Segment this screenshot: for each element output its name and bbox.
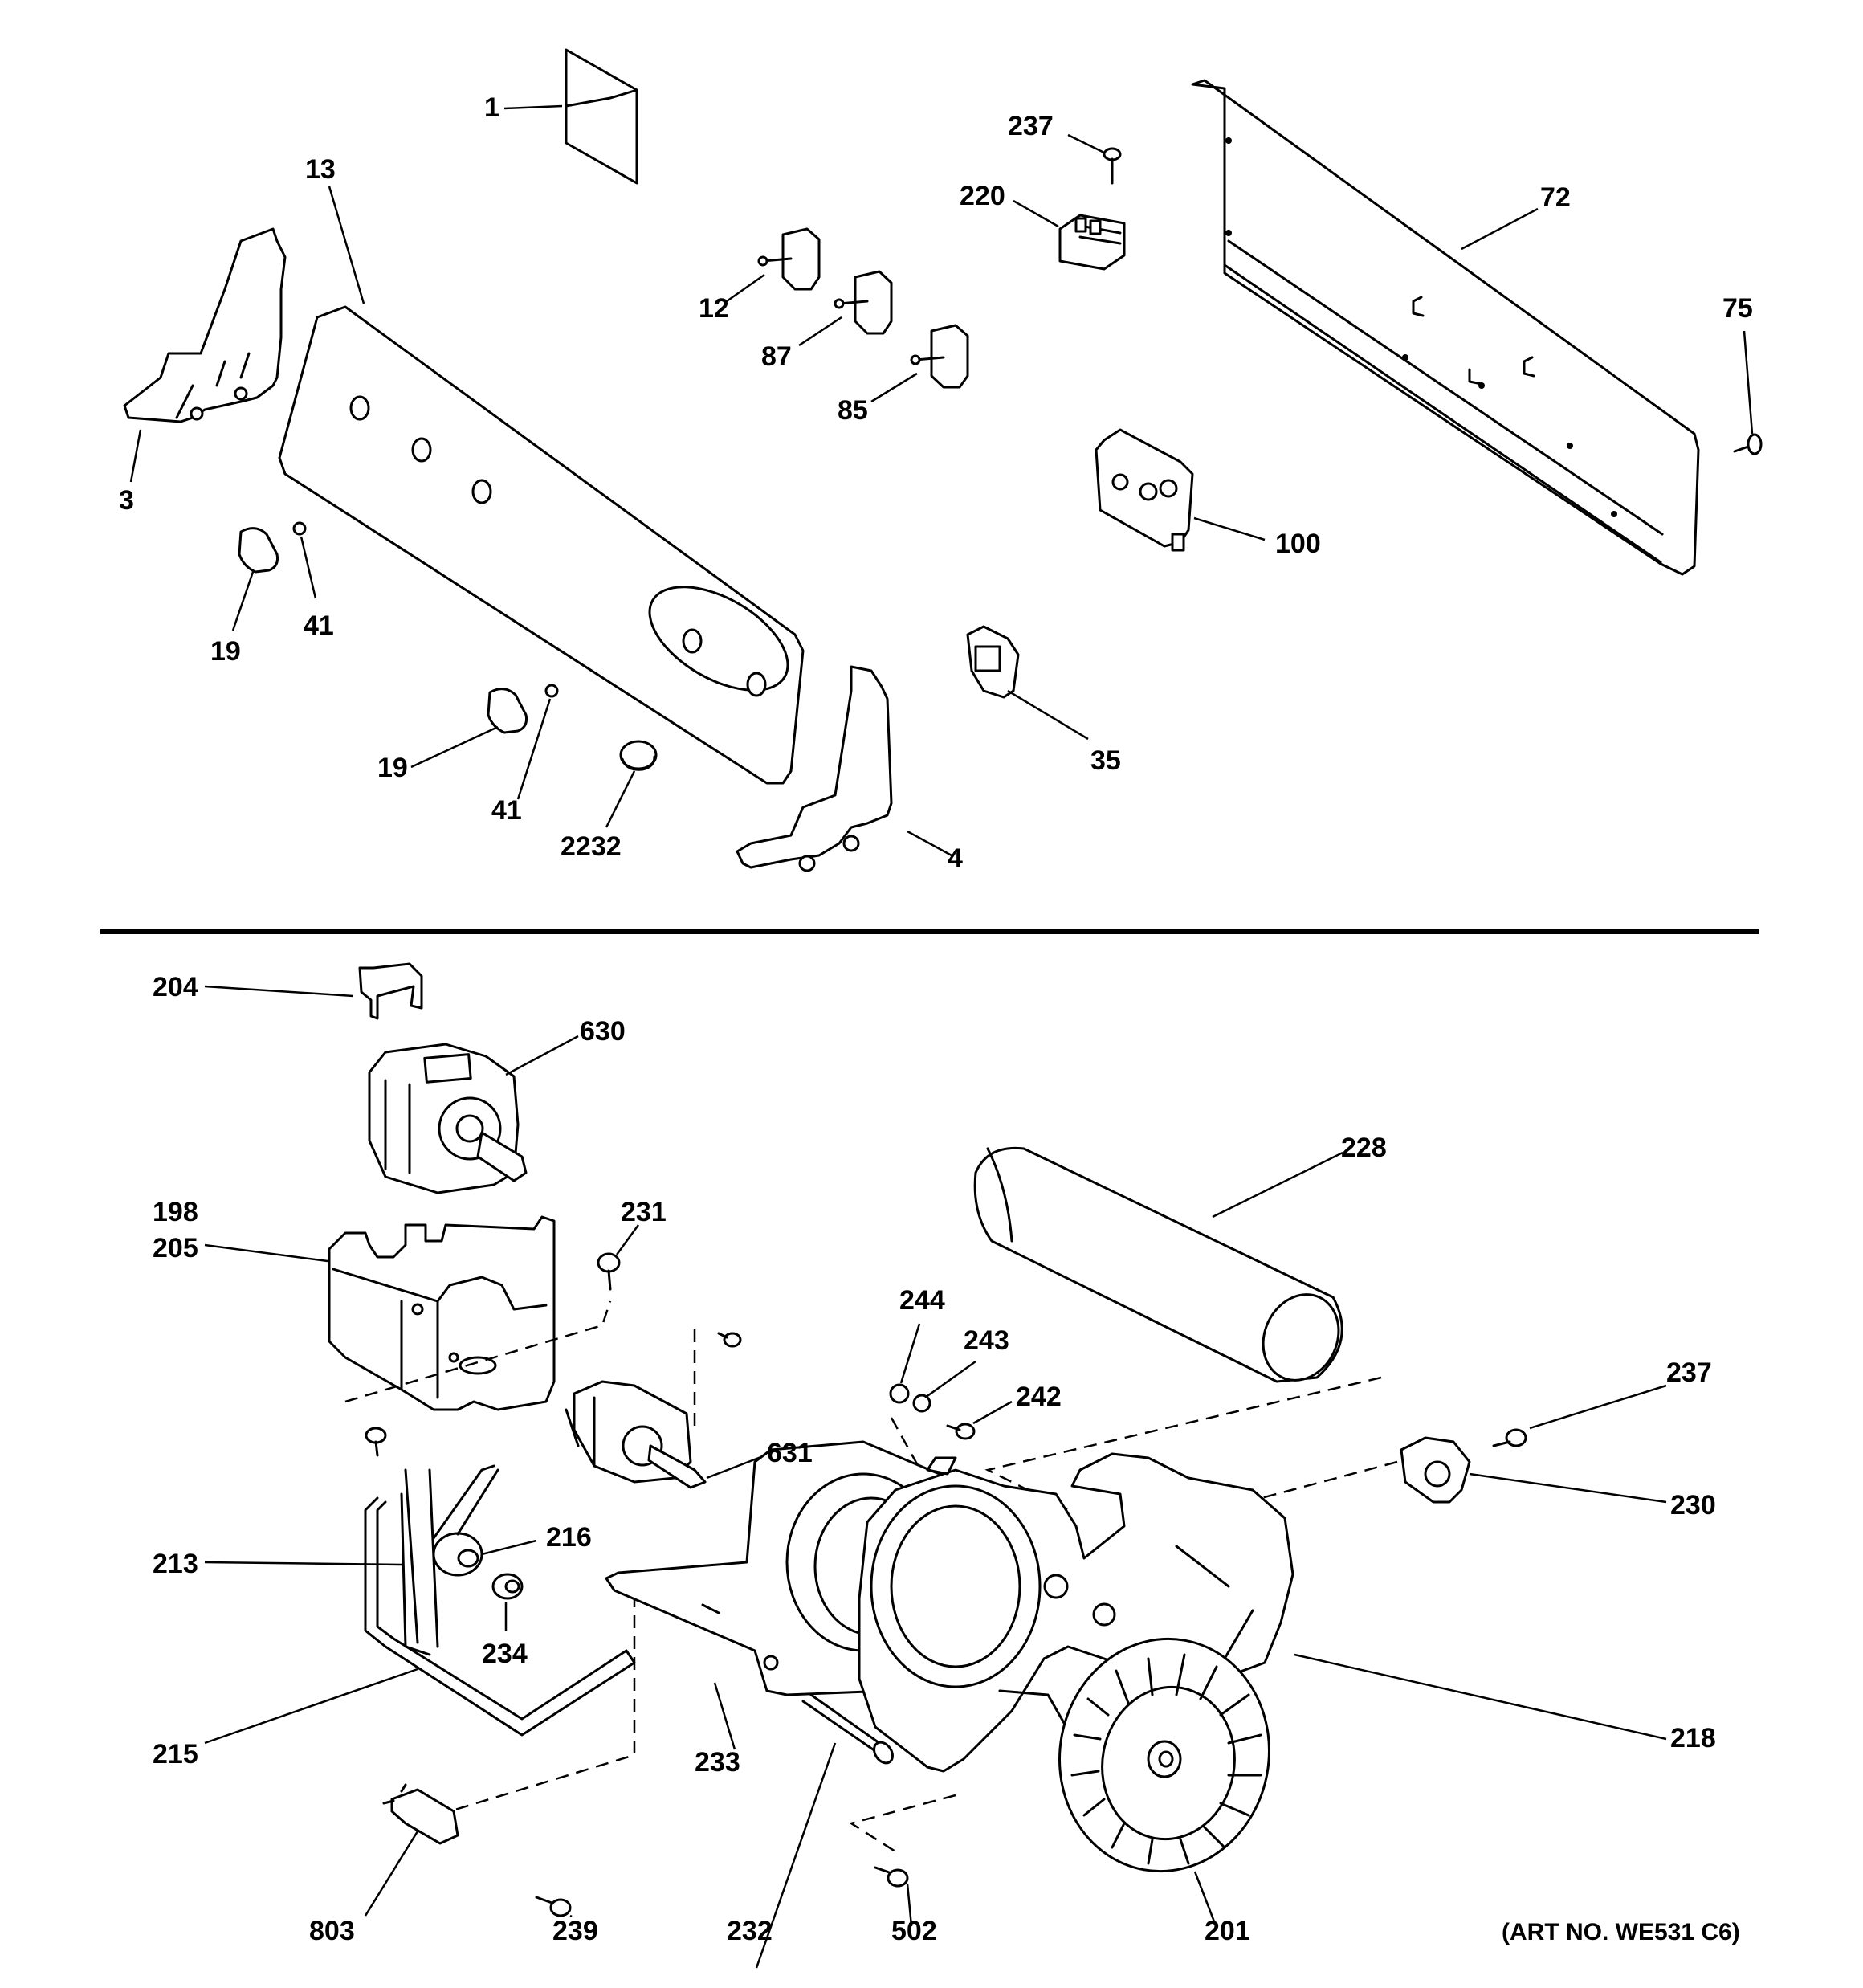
label-part-85: 85 bbox=[838, 395, 868, 426]
label-part-12: 12 bbox=[699, 293, 729, 324]
part-232-bolt bbox=[801, 1693, 894, 1765]
label-part-1: 1 bbox=[484, 92, 499, 123]
part-237-screw-top bbox=[1103, 147, 1122, 185]
label-part-215: 215 bbox=[153, 1739, 198, 1770]
part-1-literature bbox=[565, 48, 638, 185]
part-85-switch bbox=[910, 324, 969, 389]
label-part-198: 198 bbox=[153, 1197, 198, 1227]
label-part-201: 201 bbox=[1205, 1916, 1250, 1946]
label-part-232: 232 bbox=[727, 1916, 773, 1946]
label-part-231: 231 bbox=[621, 1197, 667, 1227]
label-part-41-b: 41 bbox=[491, 795, 522, 826]
part-215-belt bbox=[364, 1496, 636, 1737]
label-part-204: 204 bbox=[153, 972, 198, 1002]
label-part-35: 35 bbox=[1090, 745, 1121, 776]
part-228-duct bbox=[973, 1146, 1343, 1383]
part-35-switch bbox=[966, 625, 1020, 699]
part-72-backsplash bbox=[1191, 79, 1700, 576]
part-3-left-end-cap bbox=[123, 227, 287, 423]
part-204-clip bbox=[358, 962, 423, 1020]
label-part-205: 205 bbox=[153, 1233, 198, 1263]
screw-bracket-bottom bbox=[365, 1427, 387, 1457]
label-part-237-b: 237 bbox=[1666, 1357, 1712, 1388]
label-part-230: 230 bbox=[1670, 1490, 1716, 1521]
part-216-pulley bbox=[432, 1464, 499, 1577]
part-244-nut bbox=[889, 1383, 910, 1404]
part-231-screw bbox=[597, 1252, 621, 1291]
label-part-13: 13 bbox=[305, 154, 336, 185]
label-part-631: 631 bbox=[767, 1438, 813, 1468]
label-part-216: 216 bbox=[546, 1522, 592, 1553]
label-part-239: 239 bbox=[552, 1916, 598, 1946]
part-243-washer bbox=[912, 1394, 932, 1413]
part-205-motor-bracket bbox=[328, 1215, 556, 1411]
label-part-87: 87 bbox=[761, 341, 792, 372]
part-230-thermostat bbox=[1400, 1436, 1471, 1504]
label-part-2232: 2232 bbox=[561, 831, 622, 862]
part-12-switch bbox=[757, 227, 821, 291]
part-4-right-end-cap bbox=[736, 665, 893, 872]
label-part-3: 3 bbox=[119, 485, 134, 516]
part-2232-button bbox=[619, 740, 658, 771]
label-part-218: 218 bbox=[1670, 1723, 1716, 1753]
part-631-gear-motor bbox=[565, 1380, 707, 1489]
label-part-41-a: 41 bbox=[304, 610, 334, 641]
label-part-4: 4 bbox=[948, 843, 963, 874]
label-part-237-a: 237 bbox=[1008, 111, 1054, 141]
part-41-spring-lower bbox=[544, 684, 559, 698]
part-234-idler-pulley bbox=[491, 1573, 524, 1600]
label-part-19-b: 19 bbox=[377, 753, 408, 783]
part-41-spring-upper bbox=[292, 521, 307, 536]
part-218-blower-housing bbox=[858, 1452, 1294, 1773]
part-242-screw bbox=[946, 1423, 976, 1440]
art-number: (ART NO. WE531 C6) bbox=[1502, 1919, 1740, 1945]
label-part-75: 75 bbox=[1722, 293, 1753, 324]
part-100-control bbox=[1095, 428, 1194, 552]
part-19-knob-upper bbox=[238, 527, 279, 574]
part-19-knob-lower bbox=[487, 688, 528, 734]
label-part-19-a: 19 bbox=[210, 636, 241, 667]
part-239-screw bbox=[535, 1896, 572, 1917]
part-220-terminal-block bbox=[1058, 214, 1126, 271]
label-part-233: 233 bbox=[695, 1747, 740, 1778]
part-75-screw bbox=[1733, 433, 1763, 455]
part-87-switch bbox=[834, 270, 893, 335]
part-13-control-panel bbox=[278, 305, 805, 785]
label-part-630: 630 bbox=[580, 1016, 626, 1047]
label-part-213: 213 bbox=[153, 1549, 198, 1579]
part-201-blower-wheel bbox=[1058, 1637, 1270, 1873]
label-part-234: 234 bbox=[482, 1639, 528, 1669]
label-part-803: 803 bbox=[309, 1916, 355, 1946]
label-part-72: 72 bbox=[1540, 182, 1571, 213]
screw-631-top bbox=[717, 1332, 742, 1348]
part-237-screw-lower bbox=[1492, 1428, 1527, 1447]
label-part-220: 220 bbox=[960, 181, 1005, 211]
label-part-228: 228 bbox=[1341, 1133, 1387, 1163]
part-630-motor bbox=[368, 1043, 528, 1194]
label-part-243: 243 bbox=[964, 1325, 1009, 1356]
label-part-244: 244 bbox=[899, 1285, 945, 1316]
label-part-100: 100 bbox=[1275, 529, 1321, 559]
label-part-502: 502 bbox=[891, 1916, 937, 1946]
part-213-idler-arm bbox=[400, 1468, 439, 1656]
part-502-screw bbox=[874, 1866, 909, 1888]
label-part-242: 242 bbox=[1016, 1382, 1062, 1412]
part-803-switch bbox=[382, 1783, 459, 1845]
